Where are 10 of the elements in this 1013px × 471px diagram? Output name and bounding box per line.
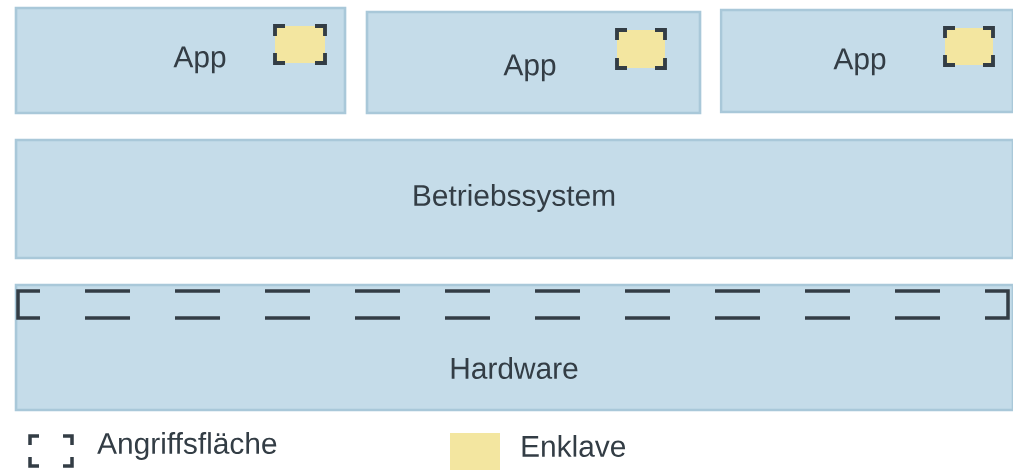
layer-box: Betriebssystem xyxy=(14,138,1013,260)
enclave-marker xyxy=(273,24,327,65)
layer-box: Hardware xyxy=(14,283,1013,412)
legend-label: Enklave xyxy=(522,435,626,457)
layer-box: App xyxy=(14,6,347,115)
enclave-marker xyxy=(615,28,667,70)
layer-box: App xyxy=(719,8,1013,114)
layer-box: App xyxy=(365,10,702,115)
enclave-marker xyxy=(943,26,995,67)
legend-label: Angriffsfläche xyxy=(97,432,277,460)
